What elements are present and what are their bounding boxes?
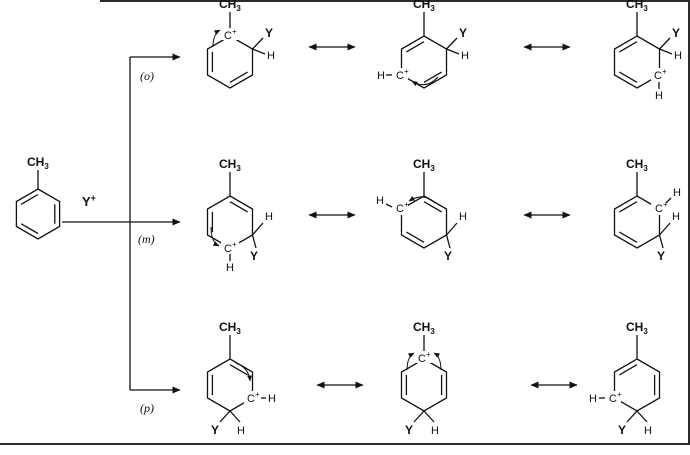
cation-label: C+ [224, 27, 237, 42]
substituent-label: Y [405, 423, 413, 437]
cation-label: C+ [609, 390, 622, 405]
hydrogen-label: H [674, 50, 682, 62]
cation-label: C+ [224, 240, 237, 255]
ring-skeleton [206, 335, 266, 423]
electron-arrow [433, 352, 442, 371]
substituent-label: Y [444, 249, 452, 263]
hydrogen-label: H [377, 70, 385, 82]
ring-skeleton [386, 12, 460, 89]
substituent-label: Y [459, 26, 467, 40]
resonance-arrow [523, 211, 571, 219]
ortho-branch-label: (o) [140, 69, 154, 83]
hydrogen-label: H [589, 393, 597, 405]
substituent-label: Y [618, 423, 626, 437]
meta-branch-label: (m) [138, 232, 155, 246]
cation-label: C+ [247, 390, 260, 405]
methyl-label: CH3 [413, 320, 435, 336]
ring-skeleton [206, 12, 266, 89]
hydrogen-label: H [431, 425, 439, 437]
figure-border-bottom [0, 443, 690, 445]
ring-skeleton [206, 172, 264, 261]
ortho-resonance-2: CH3 C+ H Y H [377, 0, 469, 89]
substituent-label: Y [211, 423, 219, 437]
hydrogen-label: H [226, 262, 234, 274]
para-branch-label: (p) [140, 401, 154, 415]
hydrogen-label: H [265, 211, 273, 223]
resonance-arrow [308, 43, 356, 51]
meta-resonance-1: CH3 C+ H H Y [206, 157, 273, 274]
hydrogen-label: H [237, 425, 245, 437]
hydrogen-label: H [267, 50, 275, 62]
hydrogen-label: H [672, 211, 680, 223]
ortho-resonance-3: CH3 C+ H Y H [613, 0, 682, 102]
cation-label: C+ [654, 67, 667, 82]
methyl-label: CH3 [219, 0, 241, 13]
cation-label: C+ [396, 200, 409, 215]
resonance-arrow [308, 211, 356, 219]
resonance-arrow [316, 381, 364, 389]
cation-label: C+ [396, 67, 409, 82]
ortho-resonance-1: CH3 C+ Y H [206, 0, 275, 89]
methyl-label: CH3 [413, 0, 435, 13]
substituent-label: Y [672, 26, 680, 40]
electron-arrow [212, 29, 221, 48]
meta-resonance-3: CH3 C+ H H Y [613, 157, 681, 263]
hydrogen-label: H [376, 195, 384, 207]
methyl-label: CH3 [626, 0, 648, 13]
figure-border-right [688, 0, 690, 445]
resonance-arrow [530, 381, 578, 389]
hydrogen-label: H [268, 393, 276, 405]
toluene-structure: CH3 [15, 155, 61, 240]
ring-skeleton [613, 172, 672, 249]
hydrogen-label: H [644, 425, 652, 437]
cation-label: C+ [655, 200, 668, 215]
hydrogen-label: H [459, 211, 467, 223]
methyl-label: CH3 [626, 320, 648, 336]
methyl-label: CH3 [219, 157, 241, 173]
ring-skeleton [599, 335, 661, 423]
para-resonance-3: CH3 C+ H Y H [589, 320, 661, 437]
ring-skeleton [400, 335, 448, 423]
substituent-label: Y [265, 26, 273, 40]
ring-skeleton [385, 172, 458, 249]
resonance-arrow [523, 43, 571, 51]
benzene-ring [15, 170, 61, 240]
substituent-label: Y [657, 249, 665, 263]
para-resonance-2: CH3 C+ Y H [400, 320, 448, 437]
methyl-label: CH3 [27, 155, 49, 171]
para-resonance-1: CH3 C+ H Y H [206, 320, 276, 437]
reaction-arrows: Y+ (o) (m) (p) [62, 53, 181, 415]
hydrogen-label: H [673, 187, 681, 199]
methyl-label: CH3 [626, 157, 648, 173]
meta-resonance-2: CH3 C+ H H Y [376, 157, 467, 263]
substituent-label: Y [250, 249, 258, 263]
figure-border-top [100, 0, 690, 2]
hydrogen-label: H [461, 50, 469, 62]
methyl-label: CH3 [413, 157, 435, 173]
electron-arrow [411, 76, 439, 87]
electron-arrow [210, 226, 220, 247]
hydrogen-label: H [655, 90, 663, 102]
electrophile-label: Y+ [82, 193, 96, 209]
cation-label: C+ [418, 350, 431, 365]
electron-arrow [406, 352, 415, 371]
electron-arrow [235, 362, 253, 382]
ring-skeleton [613, 12, 673, 89]
electron-arrow [408, 196, 436, 204]
methyl-label: CH3 [219, 320, 241, 336]
